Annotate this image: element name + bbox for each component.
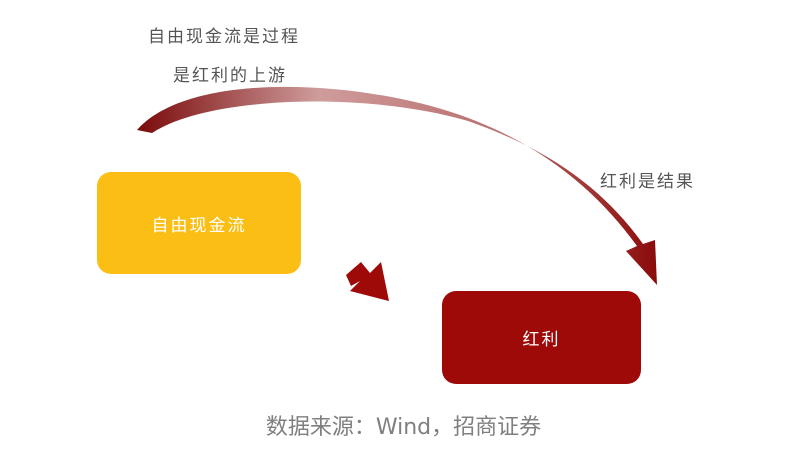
result-annotation: 红利是结果 <box>600 172 695 192</box>
free-cash-flow-box: 自由现金流 <box>97 172 301 274</box>
direct-flow-arrow <box>346 262 389 301</box>
source-caption: 数据来源：Wind，招商证券 <box>265 415 542 440</box>
free-cash-flow-label: 自由现金流 <box>151 215 247 236</box>
dividend-box: 红利 <box>442 291 641 384</box>
curved-process-arrow <box>137 86 657 286</box>
dividend-label: 红利 <box>522 330 561 350</box>
process-annotation-line2: 是红利的上游 <box>173 66 287 86</box>
process-annotation-line1: 自由现金流是过程 <box>148 27 300 47</box>
